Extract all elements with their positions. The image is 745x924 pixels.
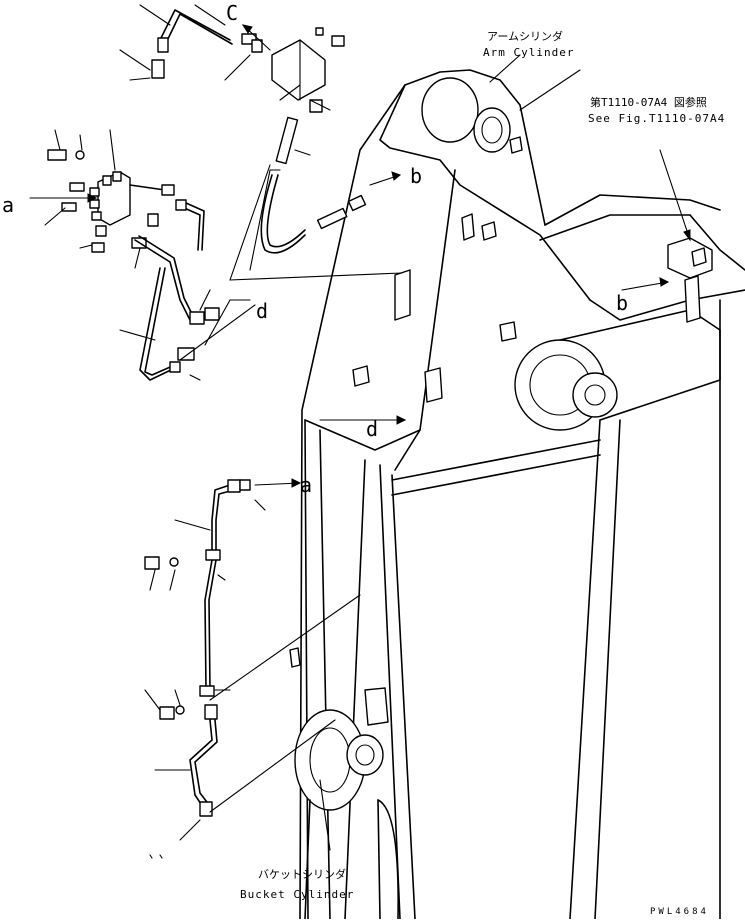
callout-c: C [226,1,238,25]
bucket-cylinder-label-en: Bucket Cylinder [240,888,354,901]
drawing-code: PWL4684 [650,907,709,917]
see-fig-label-jp: 第T1110-07A4 図参照 [590,95,707,109]
arm-cylinder-label-en: Arm Cylinder [483,46,574,59]
leader-lines [29,4,691,859]
bucket-cylinder [289,647,399,920]
callout-a-mid: a [300,473,312,497]
lower-piping [144,479,251,817]
arm-body [299,69,745,920]
callout-a-left: a [2,193,14,217]
see-fig-label-en: See Fig.T1110-07A4 [588,112,725,125]
callout-b-right: b [616,291,628,315]
callout-d-lower: d [366,417,378,441]
callout-d-upper: d [256,299,268,323]
upper-piping [47,9,367,381]
bucket-cylinder-label-jp: バケットシリンダ [258,867,346,881]
callout-b-upper: b [410,164,422,188]
arm-cylinder-label-jp: アームシリンダ [487,29,563,43]
